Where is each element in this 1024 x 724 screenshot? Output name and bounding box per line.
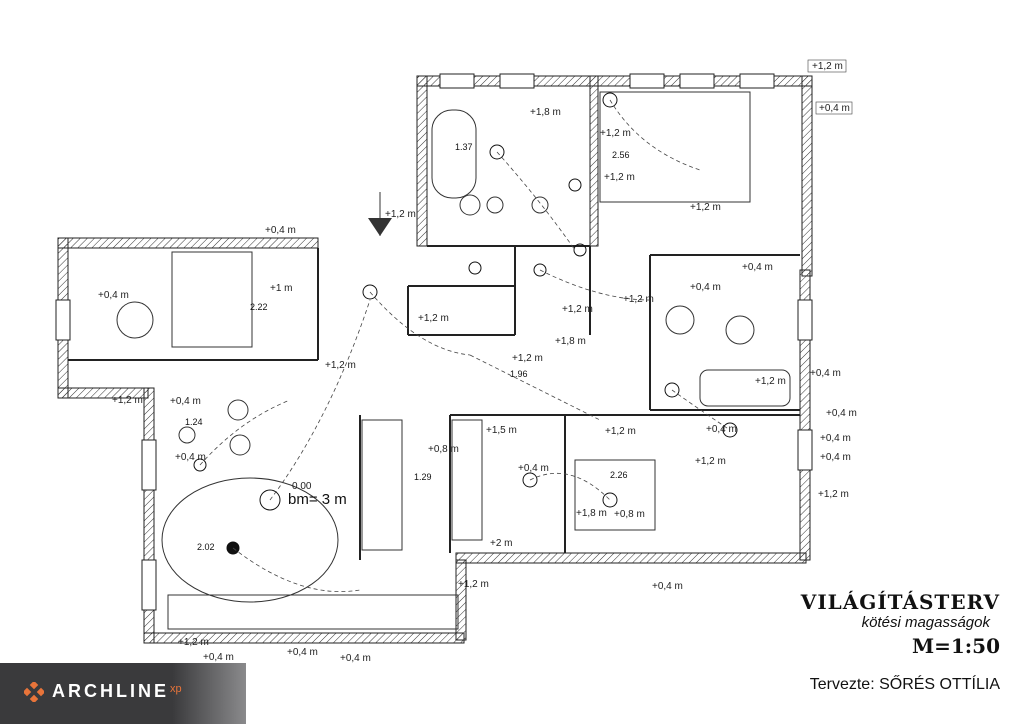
armchair-set [574, 459, 656, 531]
fan-icon [116, 301, 154, 339]
height-tag: +1,8 m [576, 508, 607, 519]
room-dim: 2.56 [612, 150, 630, 160]
height-tag: +1,2 m [178, 637, 209, 648]
height-tag: +0,4 m [518, 463, 549, 474]
height-tag: +1,8 m [555, 336, 586, 347]
height-tag: +0,4 m [265, 225, 296, 236]
windows [55, 73, 813, 611]
height-tag: +1,2 m [112, 395, 143, 406]
height-tag: +0,4 m [98, 290, 129, 301]
diamond-cluster-icon [24, 682, 44, 702]
height-tag: +0,4 m [690, 282, 721, 293]
height-tag: +1,2 m [385, 209, 416, 220]
double-bed [599, 91, 751, 203]
drawing-scale: M=1:50 [911, 634, 1000, 658]
height-tag: +1,2 m [623, 294, 654, 305]
height-tag: +1,2 m [325, 360, 356, 371]
wiring-lines [199, 99, 731, 593]
ceiling-height-label: bm= 3 m [288, 491, 347, 508]
bench [167, 594, 459, 630]
height-tag: +0,4 m [175, 452, 206, 463]
height-tag: +1,5 m [486, 425, 517, 436]
height-tag: +1,2 m [605, 426, 636, 437]
height-tag: +0,4 m [742, 262, 773, 273]
room-dim: 1.24 [185, 417, 203, 427]
interior-walls [68, 245, 800, 560]
height-tag: +0,4 m [820, 452, 851, 463]
height-tag: +0,4 m [826, 408, 857, 419]
kitchen-island [361, 419, 403, 551]
height-tag: +0,4 m [652, 581, 683, 592]
logo-suffix: xp [170, 683, 182, 695]
height-tag: +1,2 m [512, 353, 543, 364]
height-tag: +0,4 m [706, 424, 737, 435]
drawing-subtitle: kötési magasságok [861, 614, 990, 631]
bathtub [431, 109, 477, 199]
room-dim: 2.26 [610, 470, 628, 480]
light-fixtures [193, 92, 738, 555]
height-tag: +1,2 m [818, 489, 849, 500]
drawing-title: VILÁGÍTÁSTERV [800, 590, 1000, 614]
room-dimensions: 1.37 2.56 2.22 1.96 2.02 2.26 1.29 1.24 [185, 142, 630, 552]
height-tag: +1,2 m [418, 313, 449, 324]
height-tag: +1,2 m [458, 579, 489, 590]
room-dim: 2.22 [250, 302, 268, 312]
height-tag: +0,4 m [203, 652, 234, 663]
round-rug [161, 477, 339, 603]
height-tag: +1,2 m [695, 456, 726, 467]
room-dim: 1.96 [510, 369, 528, 379]
height-tag: +1,8 m [530, 107, 561, 118]
height-tag: +0,4 m [287, 647, 318, 658]
room-dim: 2.02 [197, 542, 215, 552]
room-dim: 1.37 [455, 142, 473, 152]
room-dim: 1.29 [414, 472, 432, 482]
height-tag: +0,8 m [614, 509, 645, 520]
height-tag: +0,4 m [820, 433, 851, 444]
single-bed [171, 251, 253, 348]
height-tag: +1,2 m [755, 376, 786, 387]
height-tag: +0,4 m [810, 368, 841, 379]
designer-credit: Tervezte: SŐRÉS OTTÍLIA [809, 676, 1000, 693]
height-tag: +1,2 m [562, 304, 593, 315]
zero-level-tag: 0.00 [292, 481, 312, 492]
height-tag: +0,4 m [340, 653, 371, 664]
height-tag: +2 m [490, 538, 513, 549]
height-tag: +1,2 m [600, 128, 631, 139]
sofa [699, 369, 791, 407]
logo-wordmark: ARCHLINE [52, 681, 169, 701]
height-tags: +1,2 m +0,4 m +1,8 m +1,2 m +1,2 m +1,2 … [98, 59, 857, 664]
height-tag: +1,2 m [812, 61, 843, 72]
kitchen-counter [451, 419, 483, 541]
height-tag: +0,8 m [428, 444, 459, 455]
height-tag: +0,4 m [819, 103, 850, 114]
furniture [116, 91, 791, 630]
height-tag: +1,2 m [690, 202, 721, 213]
height-tag: +1 m [270, 283, 293, 294]
height-tag: +1,2 m [604, 172, 635, 183]
height-tag: +0,4 m [170, 396, 201, 407]
